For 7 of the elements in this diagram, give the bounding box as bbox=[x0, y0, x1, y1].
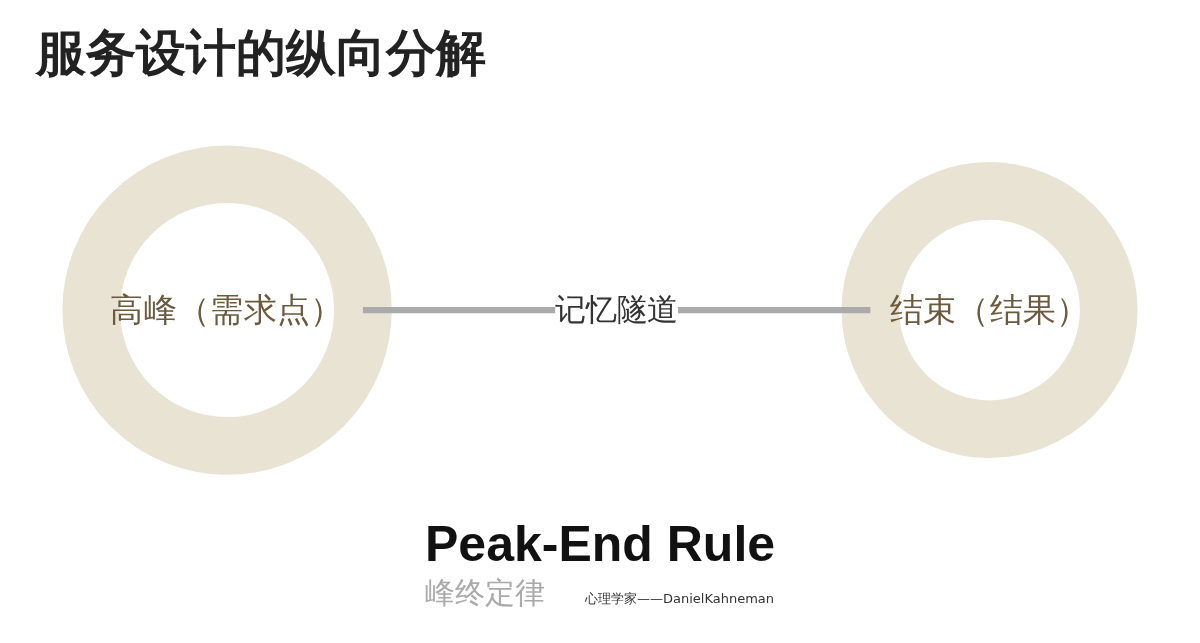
attribution-text: 心理学家——DanielKahneman bbox=[585, 590, 775, 608]
node-circle: 高峰（需求点） bbox=[62, 145, 392, 475]
title: 服务设计的纵向分解 bbox=[36, 23, 486, 84]
node-circle: 结束（结果） bbox=[841, 162, 1138, 458]
edge-label: 记忆隧道 bbox=[555, 292, 679, 328]
heading-text: Peak-End Rule bbox=[425, 515, 776, 573]
subheading-text: 峰终定律 bbox=[425, 574, 545, 612]
